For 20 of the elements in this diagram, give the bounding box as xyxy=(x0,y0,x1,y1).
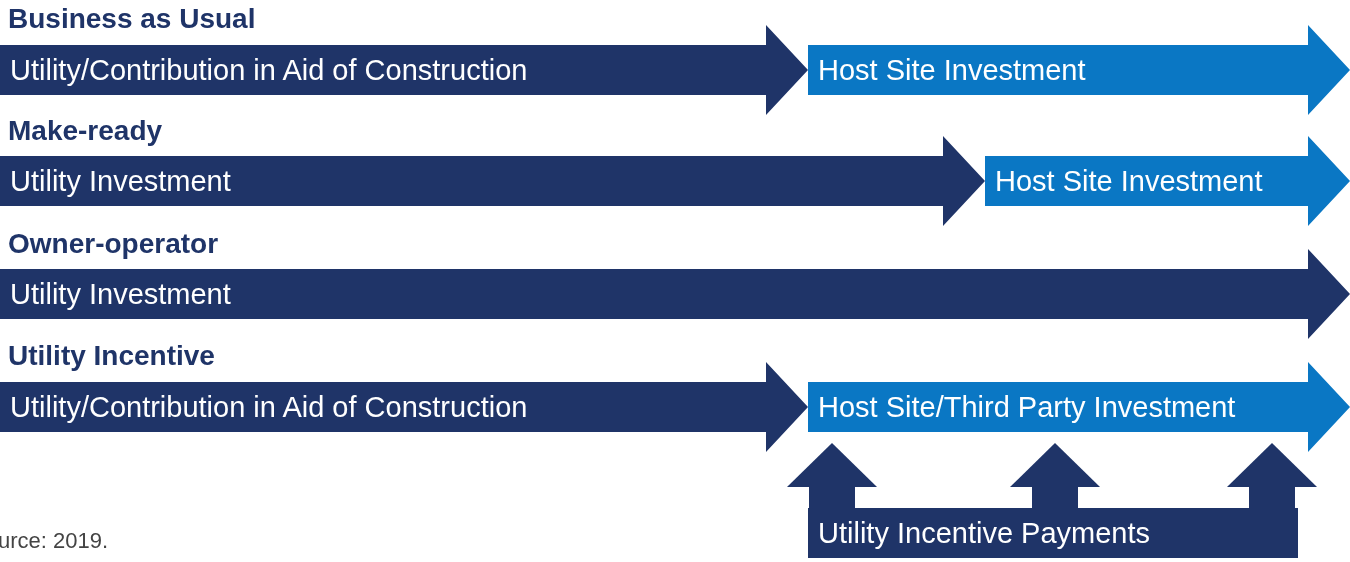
band-label: Utility/Contribution in Aid of Construction xyxy=(10,390,528,425)
arrow xyxy=(1010,443,1100,509)
source-note: urce: 2019. xyxy=(0,528,109,554)
band-label: Utility/Contribution in Aid of Construction xyxy=(10,53,528,88)
band-label: Host Site Investment xyxy=(818,53,1086,88)
arrow-band xyxy=(985,136,1350,226)
row-heading: Owner-operator xyxy=(8,228,219,260)
band-label: Utility Investment xyxy=(10,277,231,312)
row-heading: Utility Incentive xyxy=(8,340,215,372)
row-heading: Make-ready xyxy=(8,115,163,147)
arrow-band xyxy=(808,25,1350,115)
band-label: Host Site/Third Party Investment xyxy=(818,390,1236,425)
arrow xyxy=(787,443,877,509)
band-label: Utility Investment xyxy=(10,164,231,199)
arrow-band xyxy=(808,362,1350,452)
arrow xyxy=(1227,443,1317,509)
band-label: Host Site Investment xyxy=(995,164,1263,199)
payment-bar xyxy=(808,508,1298,558)
row-heading: Business as Usual xyxy=(8,3,256,35)
band-label: Utility Incentive Payments xyxy=(818,516,1150,551)
